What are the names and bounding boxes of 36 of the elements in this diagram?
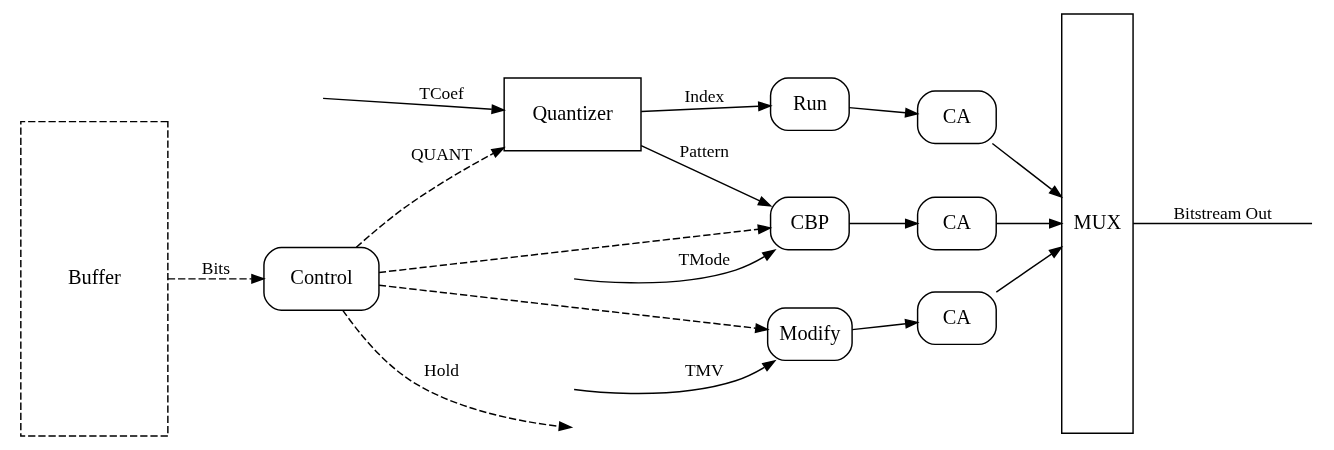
edge-label: Hold xyxy=(424,359,460,380)
arrow xyxy=(851,318,920,331)
edge-label: TMV xyxy=(684,359,724,380)
edge-label: Pattern xyxy=(679,141,730,162)
arrow xyxy=(995,218,1064,229)
arrow xyxy=(848,106,920,118)
arrow xyxy=(640,144,773,207)
arrow xyxy=(848,218,920,229)
arrow xyxy=(991,142,1064,199)
node-box: Run xyxy=(769,77,850,132)
arrow xyxy=(342,309,574,432)
node-box: CBP xyxy=(769,196,850,251)
node-box: Control xyxy=(263,246,380,311)
edge-label: TMode xyxy=(678,249,731,270)
edge-label: Bits xyxy=(201,257,230,278)
node-box: Buffer xyxy=(20,120,169,437)
edge-label: TCoef xyxy=(419,83,464,104)
edge-label: Bitstream Out xyxy=(1173,202,1272,223)
node-box: CA xyxy=(916,291,997,346)
edge-label: QUANT xyxy=(411,144,473,165)
arrow xyxy=(355,146,506,249)
connector xyxy=(1132,222,1313,225)
arrow xyxy=(378,284,770,334)
arrow xyxy=(573,359,777,395)
arrow xyxy=(573,249,777,284)
edge-label: Index xyxy=(684,86,725,107)
node-box: MUX xyxy=(1061,13,1134,434)
arrow xyxy=(995,246,1064,293)
arrow xyxy=(640,101,773,113)
node-box: CA xyxy=(916,90,997,145)
node-box: Modify xyxy=(766,307,853,362)
arrow xyxy=(167,273,266,284)
arrow xyxy=(378,224,773,274)
arrow xyxy=(322,97,506,115)
node-box: Quantizer xyxy=(503,77,642,152)
node-box: CA xyxy=(916,196,997,251)
